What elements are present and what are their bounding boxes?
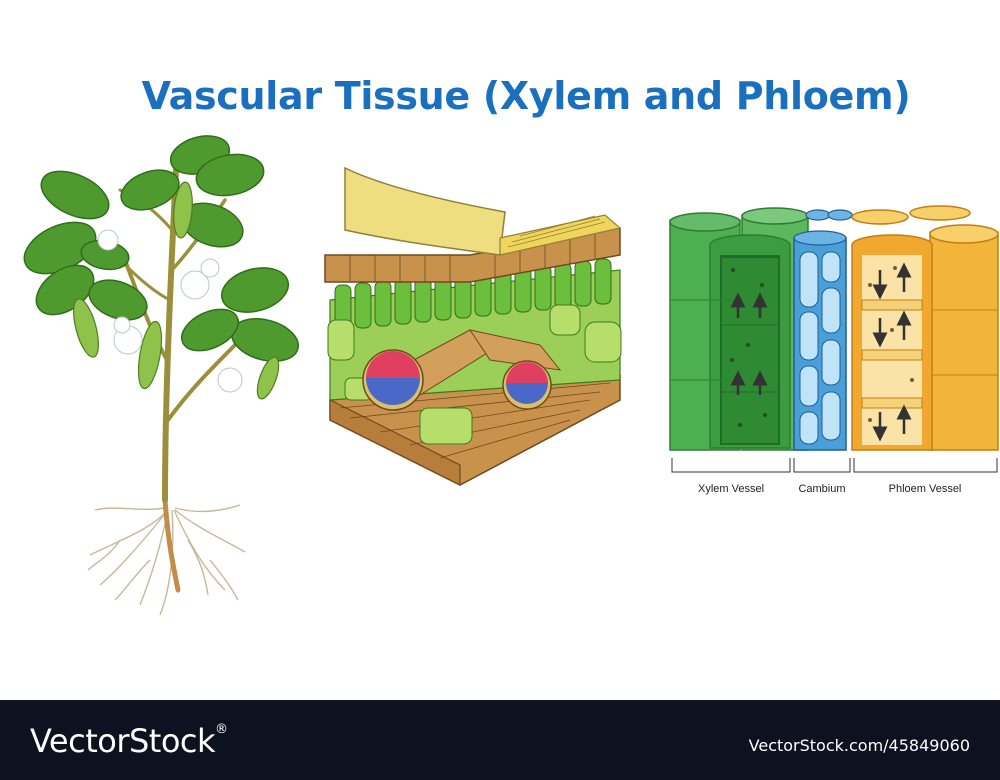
leaf-cross-section [324, 166, 622, 486]
brand-registered-mark: ® [215, 722, 228, 737]
plant-flowers [97, 229, 243, 393]
footer-bar: VectorStock® VectorStock.com/45849060 [0, 700, 1000, 780]
phloem-vessel-label: Phloem Vessel [888, 483, 962, 495]
plant-taproot [162, 497, 181, 593]
brand-logo[interactable]: VectorStock® [30, 722, 228, 760]
stock-id: VectorStock.com/45849060 [748, 736, 970, 755]
xylem-vessel-label: Xylem Vessel [697, 483, 765, 495]
diagram-title: Vascular Tissue (Xylem and Phloem) [141, 74, 911, 118]
label-brackets [671, 458, 998, 473]
cuticle-layer [344, 166, 506, 256]
cambium-label: Cambium [798, 483, 846, 495]
xylem-vessels [669, 207, 809, 451]
vascular-tissue-illustration [669, 205, 999, 473]
leaf-vein-bundles [362, 329, 562, 411]
brand-name: VectorStock [30, 722, 216, 760]
phloem-vessels [851, 205, 999, 451]
plant-pods [73, 181, 280, 400]
palisade-cells [334, 258, 612, 331]
cambium-cells [793, 209, 853, 451]
illustration [23, 135, 999, 616]
plant-illustration [23, 135, 299, 616]
